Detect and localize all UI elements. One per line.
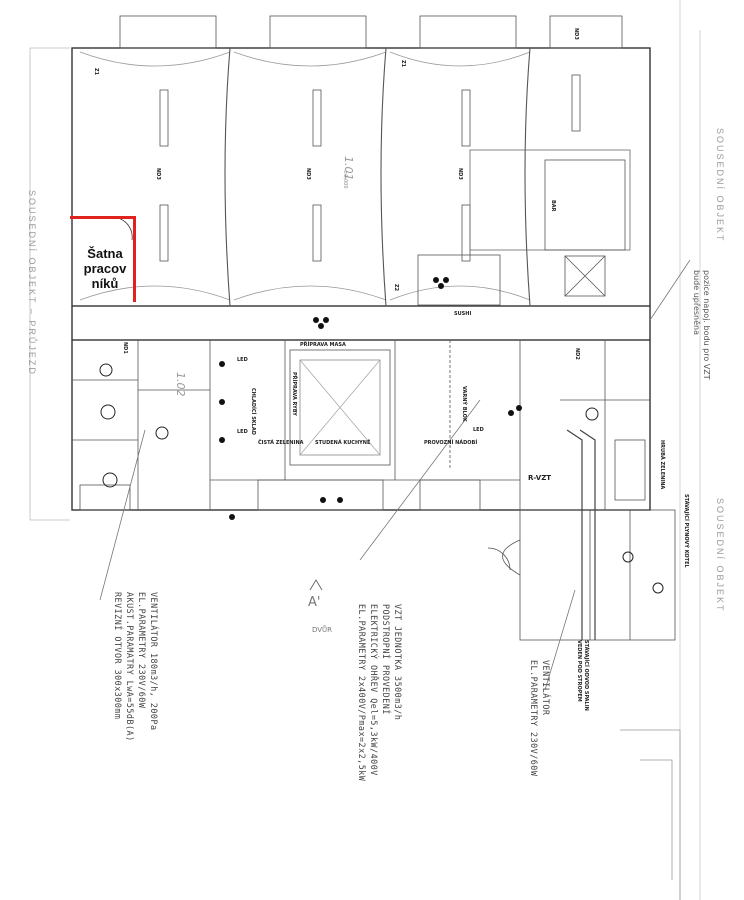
led-label-1: LED <box>237 357 248 363</box>
led-label-3: LED <box>473 427 484 433</box>
vzt-unit-line-1: VZT JEDNOTKA 3500m3/h <box>393 604 403 721</box>
ventilator-left-line-1: VENTILÁTOR 180m3/h, 200Pa <box>149 592 159 731</box>
stavajici-svod-label: STÁVAJÍCÍ ODVOD SPALIN <box>583 640 589 711</box>
ventilator-left-line-3: AKUST.PARAMATRY LwA=55dB(A) <box>125 592 135 742</box>
vzt-unit-line-4: EL.PARAMETRY 2x400V/Pmax=2x2,5kW <box>357 604 367 782</box>
room-studena-kuchyne: STUDENÁ KUCHYNĚ <box>315 440 371 446</box>
satna-highlight-box <box>70 216 136 302</box>
z1-label: Z1 <box>93 68 99 76</box>
z1-label-2: Z1 <box>400 60 406 68</box>
satna-line-2: pracov <box>83 261 127 276</box>
room-priprava-ryby: PŘÍPRAVA RYBY <box>291 372 297 416</box>
neighbor-right-bottom-label: SOUSEDNÍ OBJEKT <box>715 498 725 613</box>
room-number-102: 1.02 <box>174 372 187 397</box>
vzt-unit-line-2: PODSTROPNÍ PROVEDENÍ <box>381 604 391 715</box>
room-priprava-masa: PŘÍPRAVA MASA <box>300 342 346 348</box>
neighbor-left-label: SOUSEDNÍ OBJEKT – PRŮJEZD <box>27 190 37 376</box>
room-cista-zelenina: ČISTÁ ZELENINA <box>258 440 304 446</box>
ventilator-left-line-4: REVIZNÍ OTVOR 300x300mm <box>113 592 123 720</box>
rvzt-label: R-VZT <box>528 474 552 482</box>
nd1-label: ND1 <box>122 342 128 354</box>
room-provozni-nadobi: PROVOZNÍ NÁDOBÍ <box>424 440 478 446</box>
room-bar: BAR <box>550 200 556 212</box>
nd3-label-3: ND3 <box>457 168 463 180</box>
nd3-label-1: ND3 <box>155 168 161 180</box>
satna-line-1: Šatna <box>87 246 123 261</box>
satna-line-3: níků <box>91 276 119 291</box>
stavajici-kotel-label: STÁVAJÍCÍ PLYNOVÝ KOTEL <box>683 494 689 568</box>
room-sushi: SUSHI <box>454 311 472 317</box>
stavajici-svod-label-2: VEDEN POD STROPEM <box>576 640 582 702</box>
vzt-unit-line-3: ELEKTRICKÝ OHŘEV Qel=5,3kW/400V <box>369 604 379 776</box>
dvur-label: DVŮR <box>312 626 333 634</box>
satna-room-label: Šatna pracov níků <box>78 246 132 291</box>
room-varny-blok: VARNÝ BLOK <box>461 386 467 422</box>
nd3-label-4: ND3 <box>573 28 579 40</box>
nd2-label: ND2 <box>574 348 580 360</box>
ventilator-right-line-1: VENTILÁTOR <box>541 660 551 716</box>
z2-label: Z2 <box>393 284 399 292</box>
ventilator-left-line-2: EL.PARAMETRY 230V/60W <box>137 592 147 709</box>
nd3-label-2: ND3 <box>305 168 311 180</box>
led-label-2: LED <box>237 429 248 435</box>
neighbor-right-top-label: SOUSEDNÍ OBJEKT <box>715 128 725 243</box>
pozice-note-2: bude upřesněna <box>692 270 701 336</box>
room-chladici-sklad: CHLADÍCÍ SKLAD <box>250 388 256 435</box>
room-hruba-zelenina: HRUBÁ ZELENINA <box>659 440 665 490</box>
elevation-mark: ±0,000 <box>342 170 348 189</box>
ventilator-right-line-2: EL.PARAMETRY 230V/60W <box>529 660 539 777</box>
pozice-note: pozice napoj. bodu pro VZT <box>702 270 711 380</box>
section-mark: A' <box>308 595 321 610</box>
